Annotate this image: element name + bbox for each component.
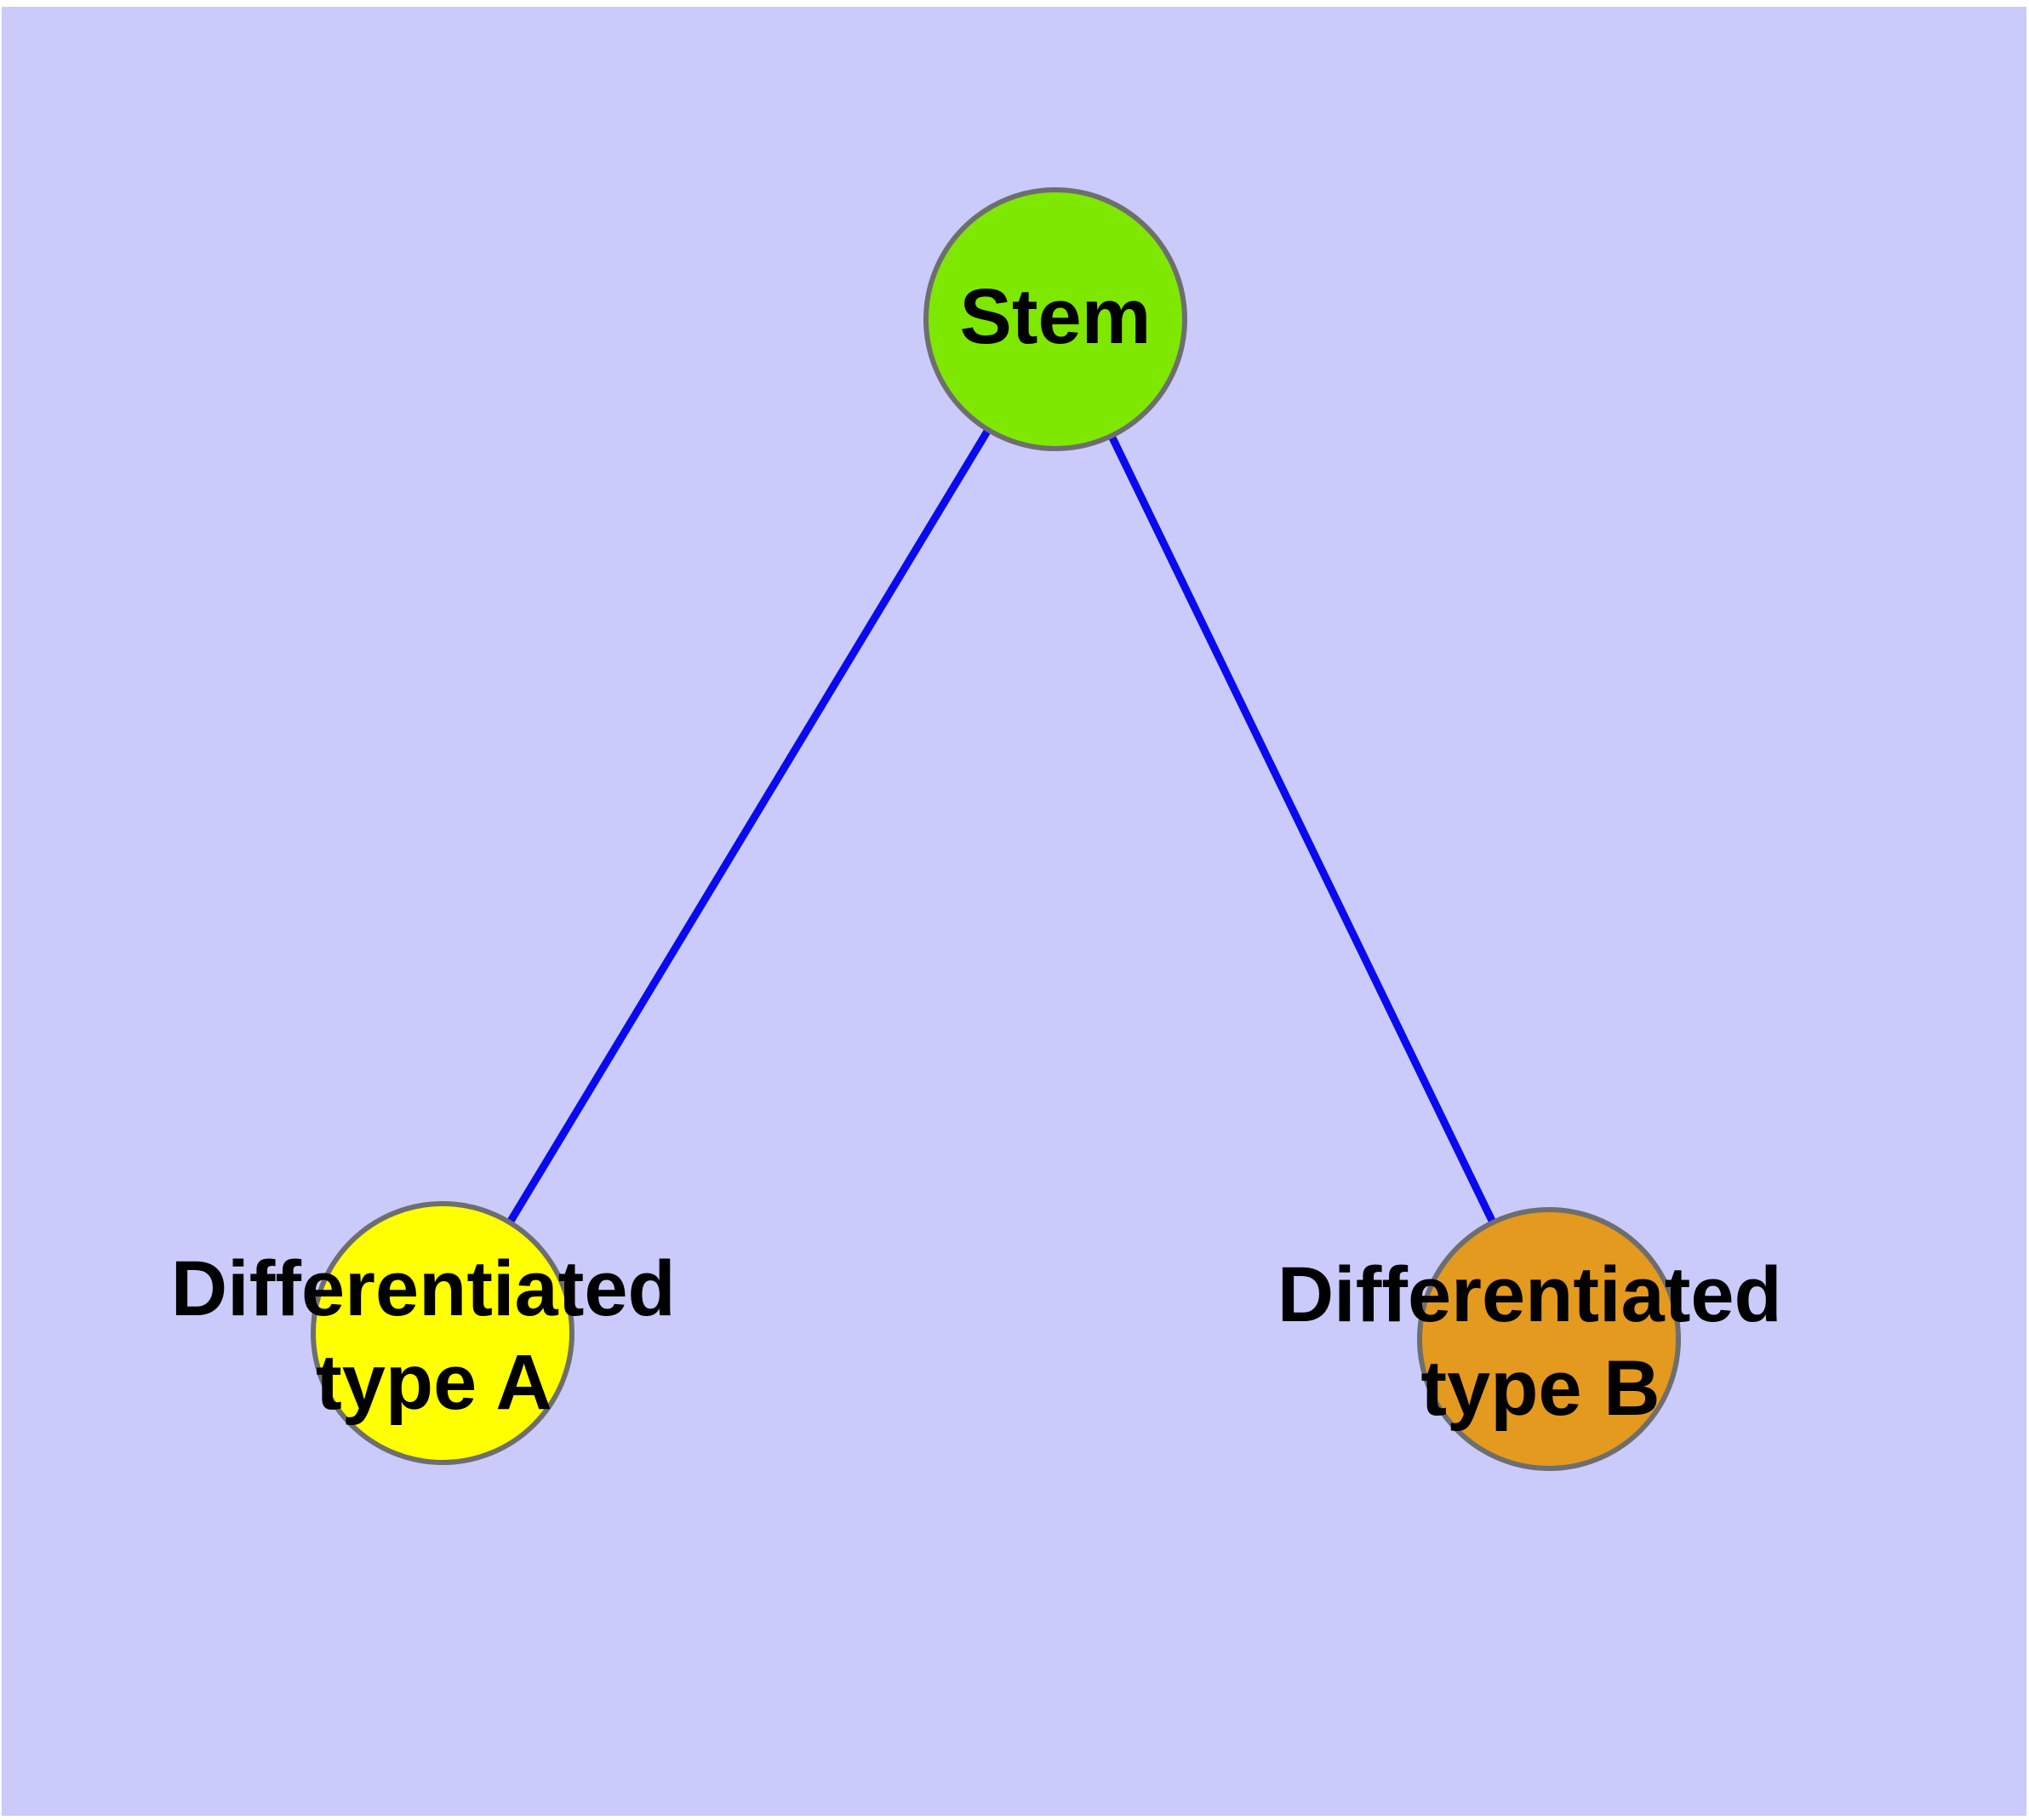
node-label-type-a-line2: type A — [316, 1339, 552, 1426]
edge-stem-to-type-a — [506, 426, 992, 1227]
node-label-type-b-line1: Differentiated — [1277, 1251, 1782, 1338]
node-label-differentiated-type-a: Differentiated type A — [171, 1245, 698, 1426]
node-stem — [923, 187, 1187, 451]
edge-stem-to-type-b — [1107, 432, 1497, 1227]
node-label-type-b-line2: type B — [1420, 1345, 1660, 1432]
node-differentiated-type-a — [311, 1201, 574, 1465]
node-differentiated-type-b — [1417, 1207, 1681, 1471]
node-label-stem-line1: Stem — [960, 273, 1152, 360]
node-label-stem: Stem — [960, 273, 1152, 360]
node-label-type-a-line1: Differentiated — [171, 1245, 676, 1332]
node-label-differentiated-type-b: Differentiated type B — [1277, 1251, 1804, 1432]
